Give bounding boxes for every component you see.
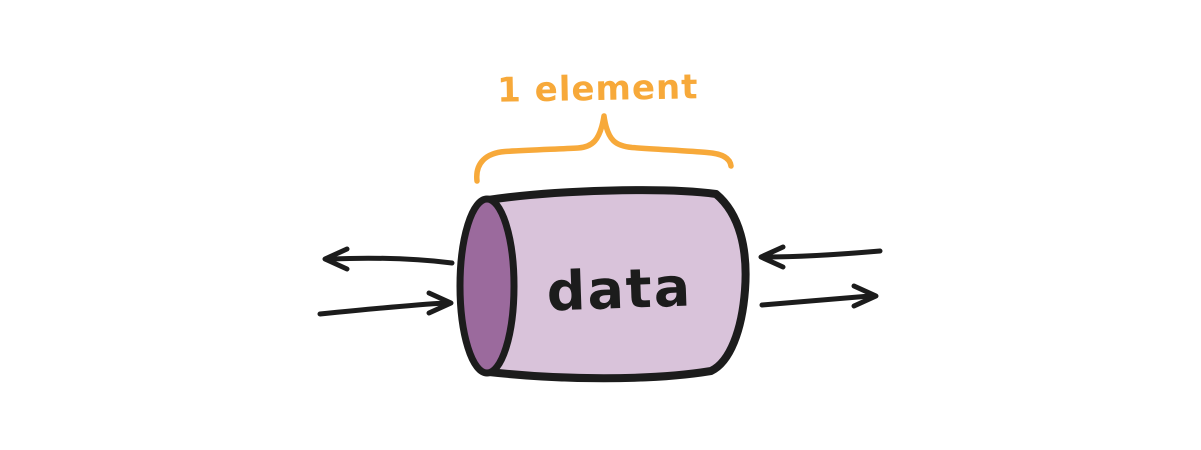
arrow-in-left-shaft	[317, 300, 448, 317]
arrow-out-right	[759, 283, 879, 309]
cylinder-body	[484, 186, 750, 383]
right-arrows	[758, 244, 883, 309]
left-arrows	[317, 246, 455, 317]
arrow-in-right	[758, 244, 883, 270]
arrow-in-right-shaft	[763, 248, 883, 260]
arrow-out-left-shaft	[327, 255, 455, 266]
arrow-out-right-head	[851, 283, 879, 309]
arrow-in-left-head	[426, 290, 454, 316]
arrow-in-right-head	[758, 244, 786, 270]
brace-label: 1 element	[497, 67, 699, 111]
cylinder-face	[456, 195, 518, 377]
arrow-out-left-head	[322, 246, 350, 272]
arrow-in-left	[317, 290, 454, 317]
cylinder-label: data	[546, 255, 693, 323]
arrow-out-right-shaft	[759, 293, 873, 308]
arrow-out-left	[322, 246, 455, 272]
brace-icon	[474, 113, 734, 184]
